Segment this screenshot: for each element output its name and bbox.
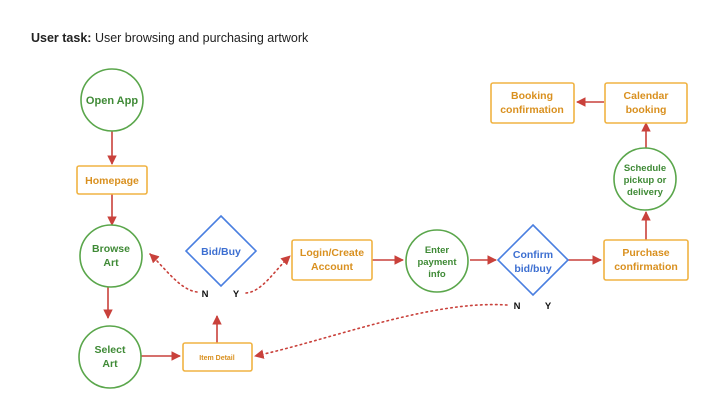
node-bid-buy [184, 214, 258, 288]
page-title: User task: User browsing and purchasing … [31, 31, 308, 45]
node-browse-art [79, 224, 143, 288]
node-purchase-confirmation [603, 239, 689, 281]
branch-confirm-no: N [514, 301, 521, 312]
branch-confirm-yes: Y [545, 301, 552, 312]
node-calendar-booking [604, 82, 688, 124]
task-label: User task: [31, 31, 92, 45]
node-booking-confirmation [490, 82, 575, 124]
label-homepage: Homepage [85, 175, 139, 187]
node-confirm-bid-buy [496, 223, 570, 297]
label-item-detail: Item Detail [199, 355, 234, 362]
node-schedule [613, 147, 677, 211]
node-homepage [76, 165, 148, 195]
branch-bid-yes: Y [233, 289, 240, 300]
node-item-detail [182, 342, 253, 372]
node-open-app [80, 68, 144, 132]
node-login [291, 239, 373, 281]
branch-bid-no: N [202, 289, 209, 300]
label-open-app: Open App [86, 95, 138, 107]
node-select-art [78, 325, 142, 389]
label-bid-buy: Bid/Buy [201, 246, 241, 258]
dotted-yes-to-login [245, 255, 291, 294]
dotted-confirm-no-to-detail [254, 303, 508, 359]
node-enter-payment [405, 229, 469, 293]
dotted-no-to-browse [149, 253, 198, 293]
task-text: User browsing and purchasing artwork [94, 31, 309, 45]
